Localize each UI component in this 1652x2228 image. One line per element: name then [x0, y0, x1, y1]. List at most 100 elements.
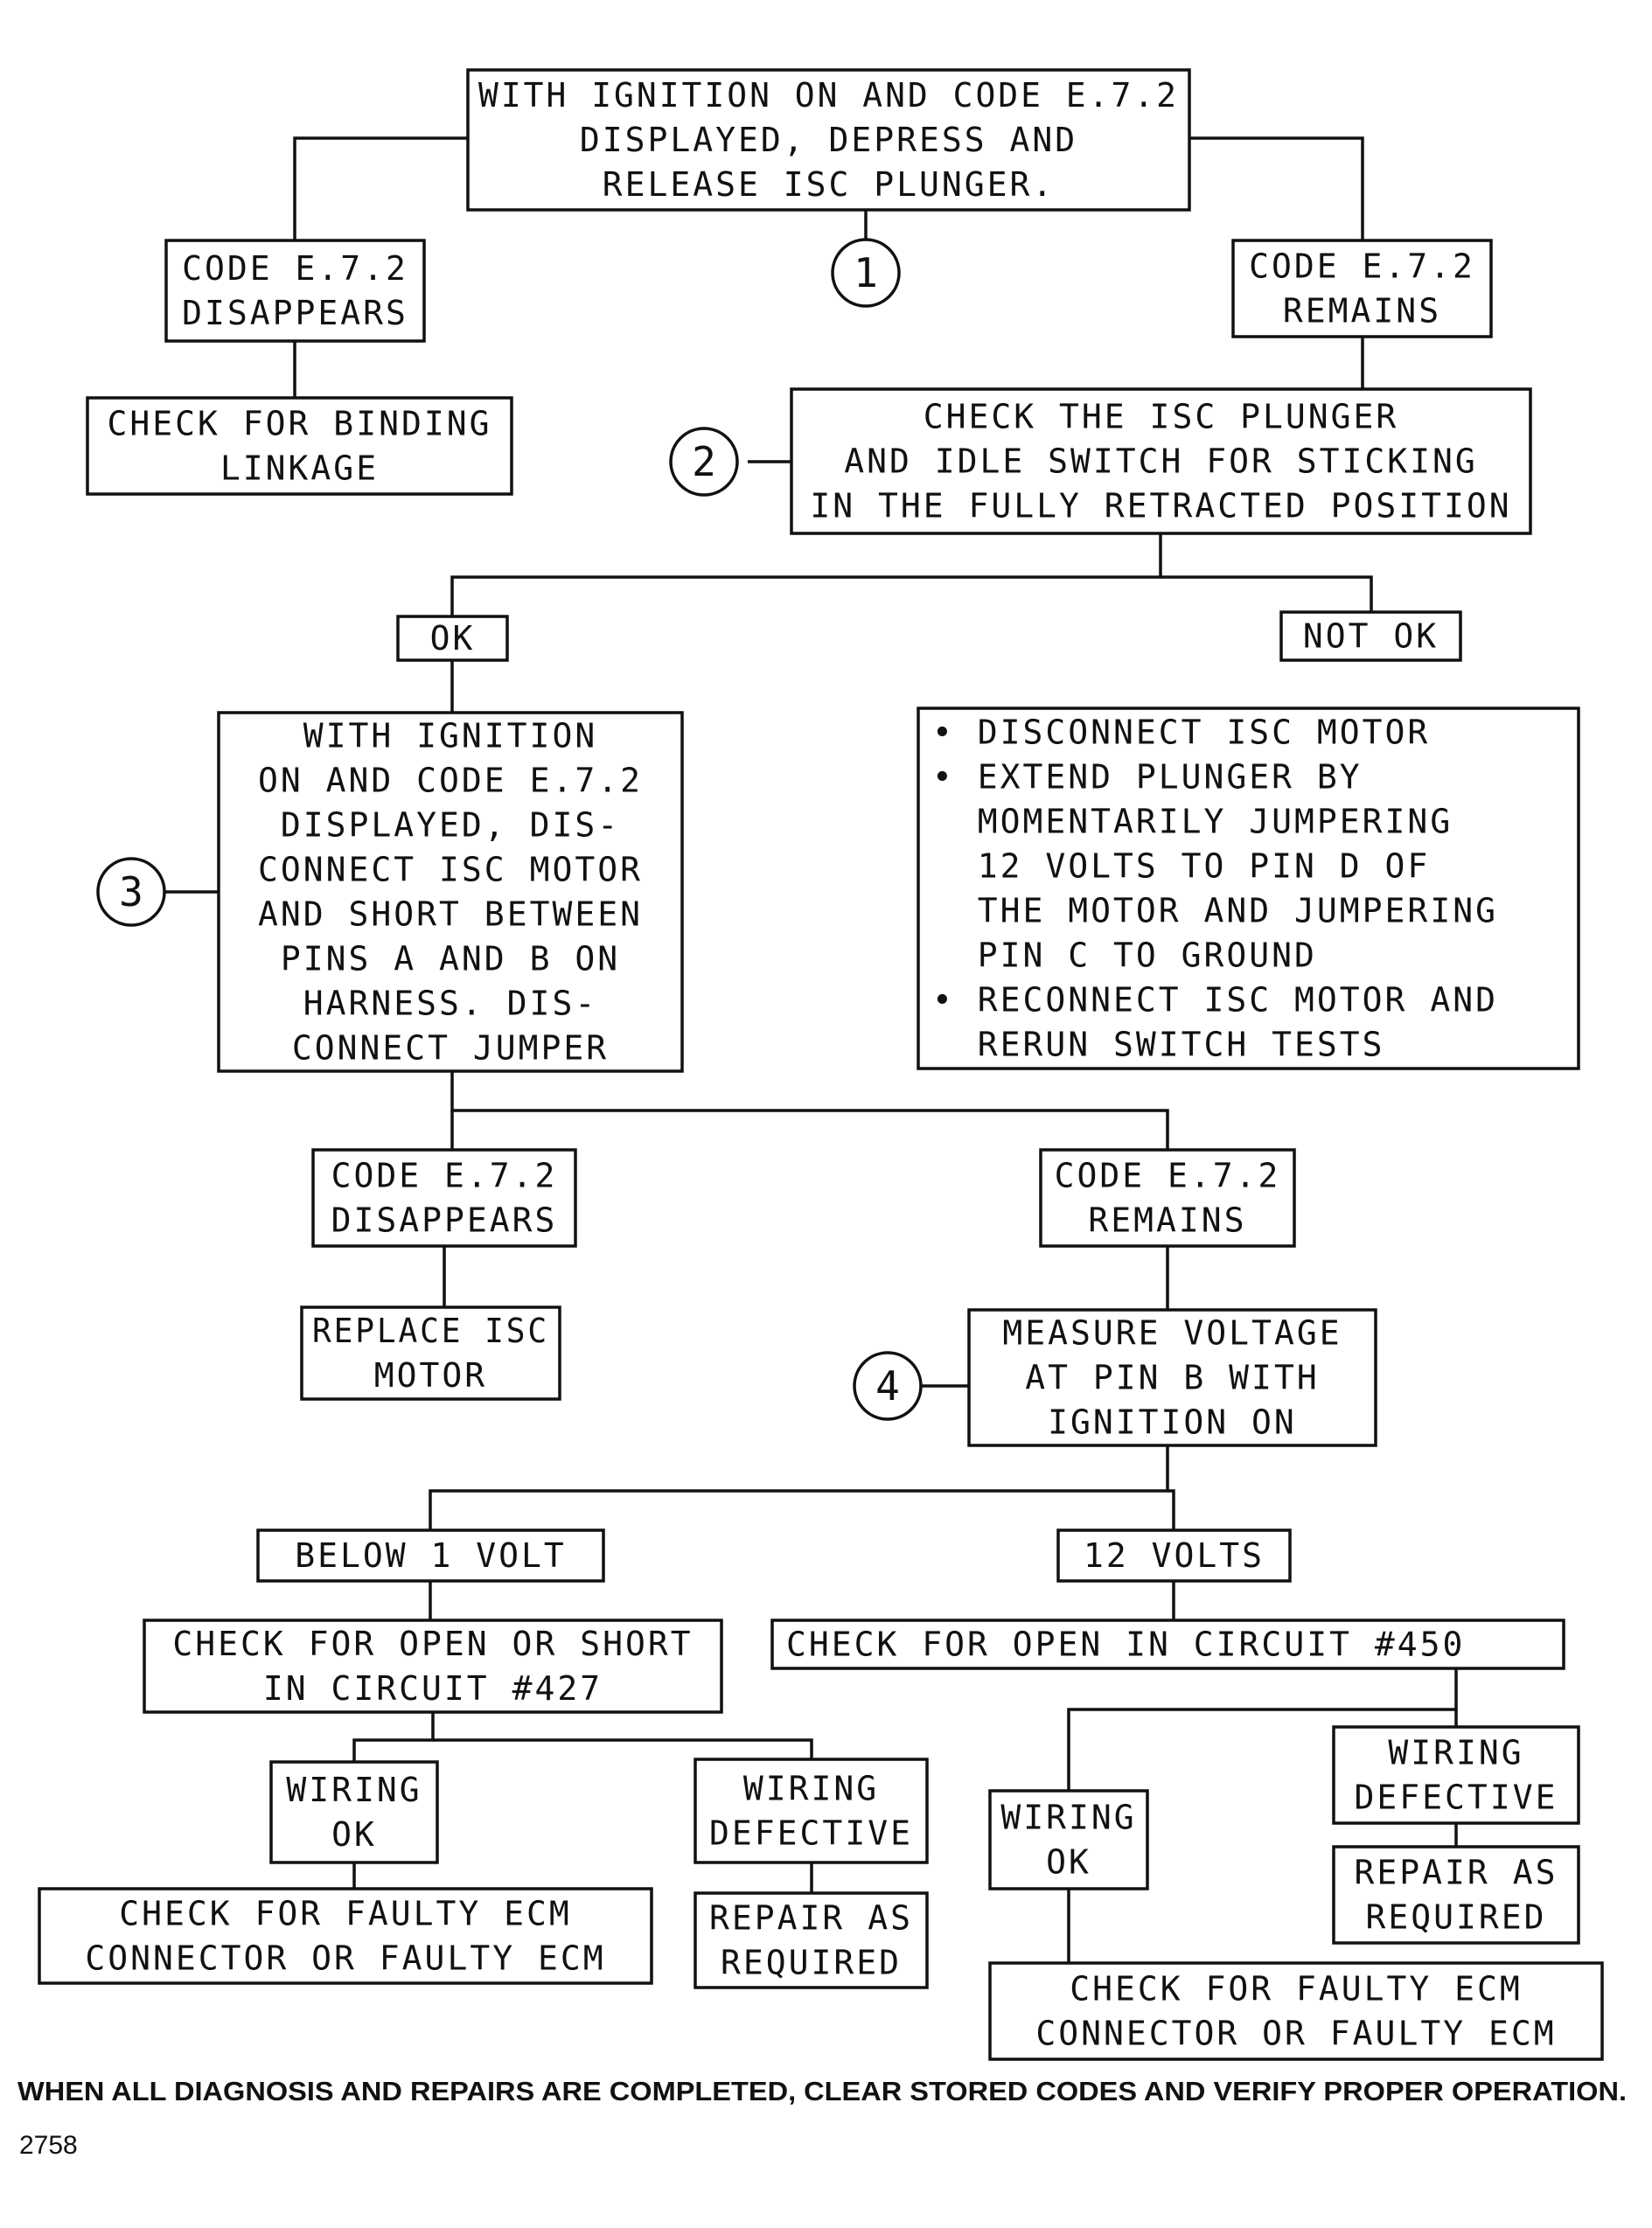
box-text-line: CODE E.7.2: [1249, 247, 1475, 286]
box-text-line: THE MOTOR AND JUMPERING: [932, 892, 1498, 930]
box-text-line: HARNESS. DIS-: [303, 985, 597, 1023]
box-text-line: CHECK FOR FAULTY ECM: [1070, 1970, 1523, 2009]
box-text-line: OK: [430, 619, 476, 658]
box-frame: [164, 239, 426, 343]
box-text-line: REPLACE ISC: [312, 1312, 549, 1350]
box-text-line: ON AND CODE E.7.2: [258, 762, 643, 800]
connector-line: [429, 1445, 1169, 1530]
box-frame: [1039, 1148, 1296, 1248]
step-2-marker: 2: [669, 427, 739, 497]
box-text-line: REQUIRED: [721, 1944, 902, 1982]
box-text-line: CHECK FOR FAULTY ECM: [119, 1895, 572, 1933]
box-text-line: DISPLAYED, DEPRESS AND: [580, 121, 1077, 159]
box-frame: [466, 68, 1191, 212]
connector-line: [450, 1071, 1169, 1150]
box-frame: [1332, 1725, 1580, 1825]
box-replace-motor: REPLACE ISC MOTOR: [300, 1305, 561, 1401]
box-text-line: 12 VOLTS TO PIN D OF: [932, 847, 1430, 886]
step-number: 1: [854, 249, 878, 296]
box-text-line: LINKAGE: [220, 449, 379, 488]
box-text-line: DEFECTIVE: [709, 1814, 913, 1853]
box-text-line: WIRING: [286, 1771, 422, 1809]
connector-line: [433, 1738, 813, 1759]
box-ecm-1: CHECK FOR FAULTY ECM CONNECTOR OR FAULTY …: [38, 1887, 653, 1985]
box-text-line: • DISCONNECT ISC MOTOR: [932, 714, 1430, 752]
box-text-line: NOT OK: [1303, 617, 1439, 656]
box-frame: [694, 1758, 929, 1864]
connector-line: [352, 1712, 435, 1762]
box-text-line: WITH IGNITION ON AND CODE E.7.2: [478, 76, 1179, 115]
box-frame: [143, 1619, 723, 1714]
box-text-line: • EXTEND PLUNGER BY: [932, 758, 1363, 797]
box-text-line: DISAPPEARS: [331, 1201, 558, 1240]
box-text-line: CONNECT ISC MOTOR: [258, 851, 643, 889]
box-check-450: CHECK FOR OPEN IN CIRCUIT #450: [770, 1619, 1565, 1670]
box-frame: [790, 387, 1532, 535]
box-text-line: WIRING: [1000, 1799, 1136, 1837]
box-text-line: CHECK THE ISC PLUNGER: [924, 398, 1398, 436]
box-wiring-defective-1: WIRING DEFECTIVE: [694, 1758, 929, 1864]
box-text-line: RELEASE ISC PLUNGER.: [603, 165, 1056, 204]
figure-number: 2758: [19, 2131, 78, 2160]
connector-line: [1161, 575, 1373, 612]
box-text-line: AND SHORT BETWEEN: [258, 895, 643, 934]
step-markers: 1 2 3 4: [96, 238, 923, 1421]
step-4-marker: 4: [853, 1351, 923, 1421]
box-text-line: MOMENTARILY JUMPERING: [932, 803, 1453, 841]
box-text-line: REMAINS: [1283, 292, 1441, 331]
box-text-line: CONNECTOR OR FAULTY ECM: [85, 1939, 605, 1978]
box-start: WITH IGNITION ON AND CODE E.7.2DISPLAYED…: [466, 68, 1191, 212]
box-check-plunger: CHECK THE ISC PLUNGER AND IDLE SWITCH FOR…: [790, 387, 1532, 535]
box-text-line: CONNECT JUMPER: [292, 1029, 609, 1068]
box-wiring-ok-2: WIRING OK: [988, 1789, 1149, 1890]
box-text-line: AT PIN B WITH: [1025, 1359, 1319, 1397]
box-frame: [694, 1891, 929, 1989]
box-frame: [217, 711, 684, 1073]
box-text-line: OK: [1046, 1843, 1091, 1882]
box-frame: [1056, 1528, 1292, 1583]
box-frame: [256, 1528, 605, 1583]
box-frame: [1332, 1845, 1580, 1945]
box-frame: [396, 615, 509, 662]
box-twelve-volts: 12 VOLTS: [1056, 1528, 1292, 1583]
box-text-line: REQUIRED: [1365, 1898, 1546, 1937]
box-text-line: WITH IGNITION: [303, 717, 597, 755]
step-circle: [853, 1351, 923, 1421]
step-number: 4: [875, 1362, 900, 1410]
box-frame: [1279, 610, 1462, 662]
box-text-line: AND IDLE SWITCH FOR STICKING: [844, 442, 1478, 481]
connector-line: [1067, 1668, 1458, 1791]
box-text-line: MOTOR: [374, 1356, 487, 1395]
box-frame: [1231, 239, 1493, 338]
box-text-line: IN THE FULLY RETRACTED POSITION: [810, 487, 1511, 526]
box-text-line: WIRING: [743, 1770, 879, 1808]
box-text-line: PINS A AND B ON: [281, 940, 620, 978]
step-number: 2: [692, 438, 716, 485]
box-text-line: DISAPPEARS: [182, 294, 408, 332]
box-text-line: IN CIRCUIT #427: [263, 1669, 603, 1708]
flowchart-boxes: WITH IGNITION ON AND CODE E.7.2DISPLAYED…: [38, 68, 1604, 2061]
box-text-line: 12 VOLTS: [1084, 1536, 1265, 1575]
step-circle: [831, 238, 901, 308]
box-frame: [770, 1619, 1565, 1670]
box-text-line: CODE E.7.2: [331, 1157, 558, 1195]
step-number: 3: [119, 868, 143, 916]
box-text-line: CHECK FOR OPEN IN CIRCUIT #450: [786, 1626, 1465, 1664]
box-ok: OK: [396, 615, 509, 662]
connector-line: [293, 136, 468, 240]
connector-line: [1189, 136, 1364, 240]
box-frame: [988, 1961, 1604, 2061]
footer-note: WHEN ALL DIAGNOSIS AND REPAIRS ARE COMPL…: [17, 2076, 1627, 2106]
step-circle: [669, 427, 739, 497]
box-text-line: IGNITION ON: [1048, 1403, 1297, 1442]
box-frame: [917, 707, 1580, 1070]
box-not-ok: NOT OK: [1279, 610, 1462, 662]
